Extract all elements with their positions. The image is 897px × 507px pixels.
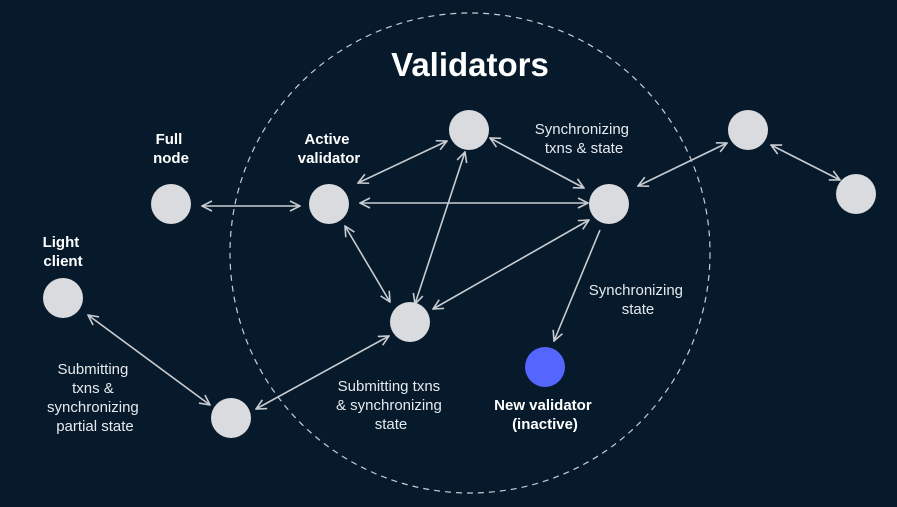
new-validator-node xyxy=(525,347,565,387)
edge-right-new xyxy=(554,229,601,341)
edge-outer-far xyxy=(771,145,840,180)
outer-node-far xyxy=(836,174,876,214)
validator-node-center xyxy=(390,302,430,342)
submit-sync-state-label: Submitting txns & synchronizing state xyxy=(336,378,446,433)
full-node-label: Full node xyxy=(153,131,189,167)
validator-node-right xyxy=(589,184,629,224)
edge-active-center xyxy=(345,226,390,302)
sync-txns-state-label: Synchronizing txns & state xyxy=(535,121,633,157)
edge-light-client xyxy=(88,315,210,405)
edge-active-top xyxy=(358,141,447,183)
client-node xyxy=(211,398,251,438)
full-node xyxy=(151,184,191,224)
edges xyxy=(88,138,840,409)
sync-state-label: Synchronizing state xyxy=(589,282,687,318)
edge-top-center xyxy=(415,152,465,304)
diagram-title: Validators xyxy=(391,46,549,83)
active-validator-label: Active validator xyxy=(298,131,361,167)
validator-set-boundary xyxy=(229,12,711,494)
light-client-label: Light client xyxy=(43,234,84,270)
edge-center-right xyxy=(433,220,589,309)
light-client-node xyxy=(43,278,83,318)
outer-node xyxy=(728,110,768,150)
submit-partial-state-label: Submitting txns & synchronizing partial … xyxy=(47,361,143,435)
active-validator-node xyxy=(309,184,349,224)
nodes xyxy=(43,110,876,438)
edge-top-right xyxy=(490,138,584,188)
validator-node-top xyxy=(449,110,489,150)
new-validator-label: New validator (inactive) xyxy=(494,397,596,433)
edge-right-outer xyxy=(638,143,727,186)
edge-client-center xyxy=(256,336,389,409)
